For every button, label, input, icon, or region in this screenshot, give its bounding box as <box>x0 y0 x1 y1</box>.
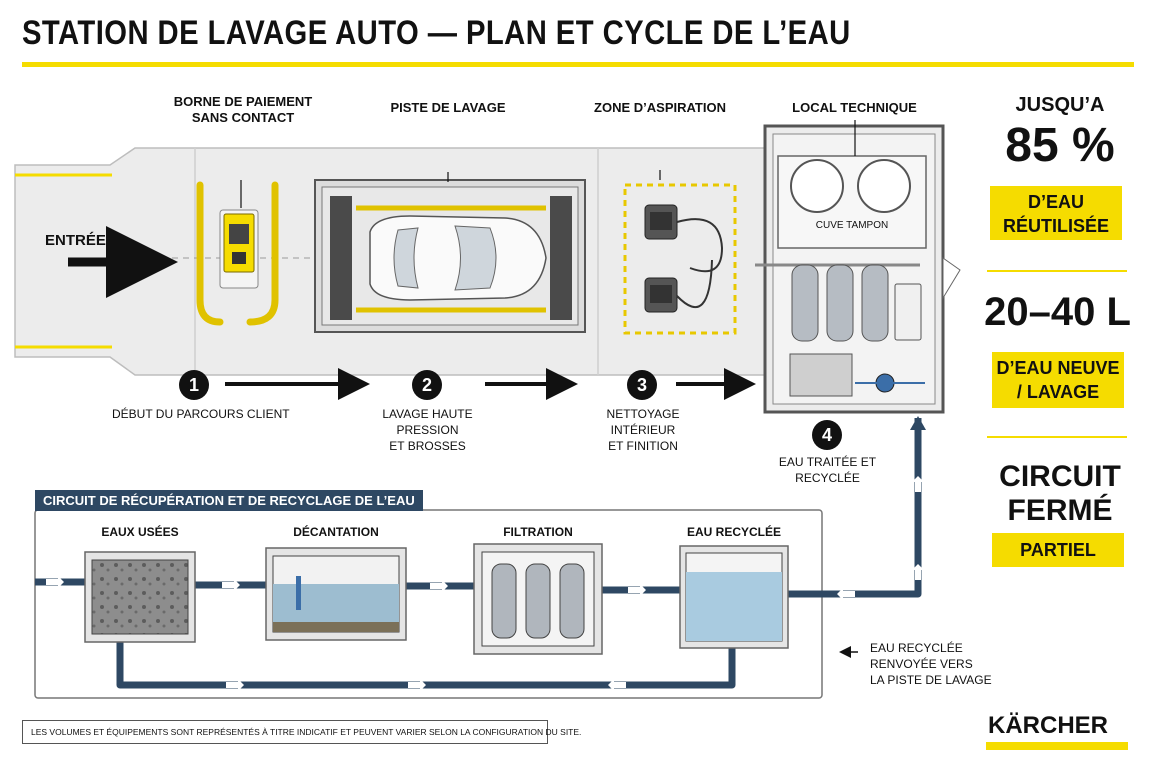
circuit-frame <box>34 509 823 699</box>
step-4-label: EAU TRAITÉE ET RECYCLÉE <box>778 455 877 485</box>
brand-logo-bar <box>986 742 1128 750</box>
reuse-value: 85 % <box>1005 119 1115 172</box>
circuit-title: CIRCUIT DE RÉCUPÉRATION ET DE RECYCLAGE … <box>35 490 423 511</box>
page-title: STATION DE LAVAGE AUTO — PLAN ET CYCLE D… <box>22 14 851 52</box>
stage-label-wastewater: EAUX USÉES <box>101 525 179 539</box>
zone-label-vacuum: ZONE D’ASPIRATION <box>594 100 726 115</box>
payment-terminal-icon <box>196 180 279 326</box>
footnote-box: LES VOLUMES ET ÉQUIPEMENTS SONT REPRÉSEN… <box>22 720 582 744</box>
stage-recycled-water <box>679 545 789 649</box>
step-1-badge: 1 <box>179 370 209 400</box>
vacuum-zone <box>623 170 737 335</box>
step-4-badge: 4 <box>812 420 842 450</box>
technical-room <box>755 120 961 414</box>
stats-divider-2 <box>987 436 1127 438</box>
step-2-badge: 2 <box>412 370 442 400</box>
stats-divider-1 <box>987 270 1127 272</box>
zone-label-wash: PISTE DE LAVAGE <box>390 100 506 115</box>
step-1-label: DÉBUT DU PARCOURS CLIENT <box>112 407 290 421</box>
circuit-label: PARTIEL <box>992 533 1124 567</box>
stage-wastewater <box>84 551 196 643</box>
return-note: EAU RECYCLÉE RENVOYÉE VERS LA PISTE DE L… <box>870 641 992 687</box>
step-3-badge: 3 <box>627 370 657 400</box>
zone-label-technical: LOCAL TECHNIQUE <box>792 100 917 115</box>
step-2-label: LAVAGE HAUTE PRESSION ET BROSSES <box>382 407 473 453</box>
fresh-label: D’EAU NEUVE / LAVAGE <box>992 352 1124 408</box>
step-3-label: NETTOYAGE INTÉRIEUR ET FINITION <box>606 407 680 453</box>
entry-label: ENTRÉE <box>45 232 106 249</box>
flow-arrows <box>46 476 924 691</box>
tank-label: CUVE TAMPON <box>815 220 889 231</box>
stage-label-settling: DÉCANTATION <box>293 525 379 539</box>
wash-bay <box>314 172 586 333</box>
reuse-prefix: JUSQU’A <box>1015 94 1105 116</box>
reuse-label: D’EAU RÉUTILISÉE <box>990 186 1122 240</box>
stage-label-recycled: EAU RECYCLÉE <box>686 525 781 539</box>
stage-label-filtration: FILTRATION <box>503 525 573 539</box>
brand-logo: KÄRCHER <box>988 712 1108 739</box>
footnote: LES VOLUMES ET ÉQUIPEMENTS SONT REPRÉSEN… <box>31 727 582 737</box>
title-underline <box>22 62 1134 67</box>
stage-settling <box>265 547 407 641</box>
fresh-value: 20–40 L <box>984 290 1131 334</box>
zone-label-payment: BORNE DE PAIEMENT SANS CONTACT <box>173 94 313 125</box>
circuit-value: CIRCUIT FERMÉ <box>999 460 1121 527</box>
stage-filtration <box>473 543 603 655</box>
